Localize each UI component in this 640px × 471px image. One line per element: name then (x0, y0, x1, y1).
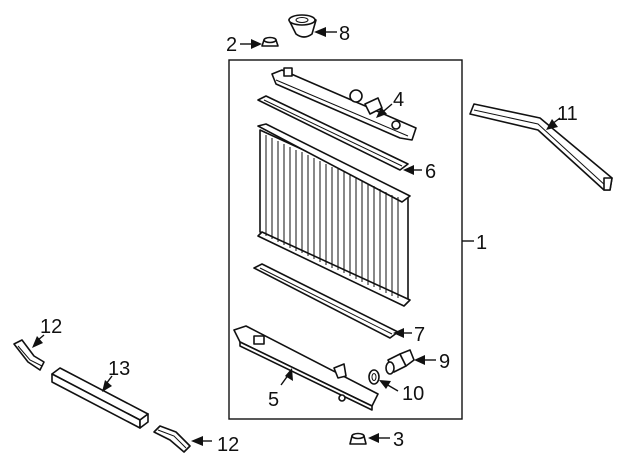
callout-12-lower: 12 (217, 434, 239, 456)
callout-5: 5 (268, 389, 279, 411)
leader-8 (314, 27, 326, 37)
callout-6: 6 (425, 161, 436, 183)
radiator-cap (288, 14, 317, 38)
drain-plug-bottom (349, 432, 367, 445)
leader-12a (32, 336, 43, 348)
leader-13 (102, 380, 112, 392)
callout-9: 9 (439, 351, 450, 373)
radiator-core (257, 123, 411, 307)
callout-11: 11 (557, 103, 578, 125)
leader-2 (251, 39, 262, 49)
callout-3: 3 (393, 429, 404, 451)
callout-12-upper: 12 (40, 316, 62, 338)
side-seal-upper (13, 339, 45, 371)
callout-4: 4 (393, 89, 404, 111)
callout-1: 1 (476, 232, 487, 254)
assembly-frame (228, 59, 463, 420)
callout-8: 8 (339, 23, 350, 45)
long-seal-strip (51, 367, 149, 429)
o-ring (368, 369, 380, 385)
upper-tank (271, 67, 417, 141)
leader-4 (376, 107, 387, 118)
drain-plug-top (261, 36, 279, 47)
leader-6 (403, 165, 414, 175)
side-seal-lower (153, 425, 191, 453)
leader-12b (191, 436, 203, 446)
leader-5 (285, 368, 293, 381)
leader-9 (414, 355, 425, 365)
drain-cock (385, 349, 415, 375)
leader-7 (393, 328, 404, 338)
leader-11 (546, 119, 558, 130)
callout-2: 2 (226, 34, 237, 56)
leader-3 (368, 433, 379, 443)
callout-13: 13 (108, 358, 130, 380)
upper-seal-strip (469, 103, 613, 191)
leader-10 (379, 380, 391, 389)
upper-gasket (257, 95, 409, 171)
callout-10: 10 (402, 383, 424, 405)
callout-7: 7 (414, 324, 425, 346)
lower-tank (233, 325, 379, 411)
